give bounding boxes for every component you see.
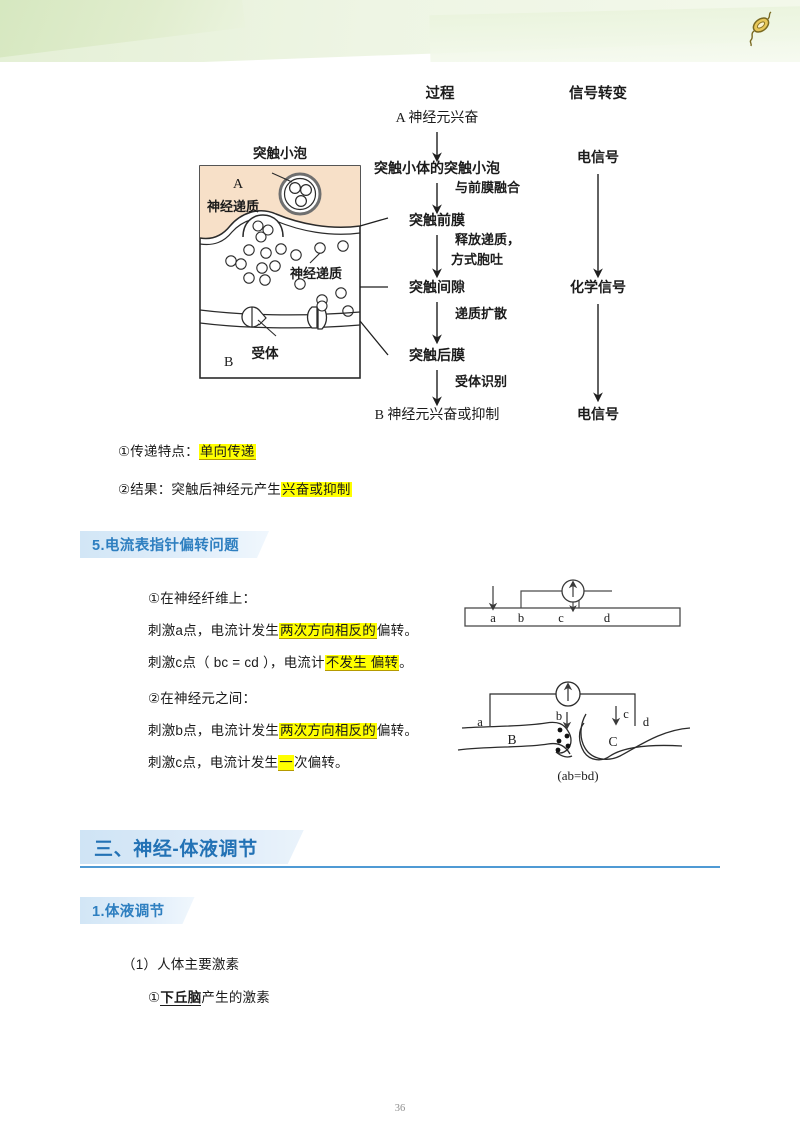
process-column-title: 过程 [426, 84, 455, 102]
flowchart-signal-column: 信号转变 电信号 化学信号 电信号 [569, 84, 627, 422]
section-header-humoral-regulation[interactable]: 1.体液调节 [80, 897, 195, 924]
edge-label-2: 方式胞吐 [451, 252, 503, 267]
label-transmitter-a: 神经递质 [207, 199, 259, 214]
process-step-5: B 神经元兴奋或抑制 [375, 407, 500, 423]
flowchart-leader-lines [359, 217, 389, 356]
synapse-circuit-figure: a b c d B C (ab=bd) [457, 681, 691, 783]
process-step-1: 突触小体的突触小泡 [374, 160, 500, 176]
stimulate-b-suffix: 偏转。 [376, 723, 419, 738]
section-header-current-meter[interactable]: 5.电流表指针偏转问题 [80, 531, 269, 558]
stimulate-c-fiber-highlight: 不发生 偏转 [324, 655, 400, 671]
item-main-hormones: （1）人体主要激素 [122, 957, 240, 972]
sub-item-on-nerve-fiber: ①在神经纤维上： [148, 591, 257, 606]
stimulate-c-neuron-line: 刺激c点，电流计发生一次偏转。 [148, 751, 349, 771]
nerve-label-c: c [558, 611, 564, 625]
signal-step-2: 电信号 [577, 406, 619, 422]
section-header-neuro-humoral[interactable]: 三、神经-体液调节 [80, 830, 304, 864]
label-transmitter-b: 神经递质 [290, 266, 342, 281]
note-item-1-highlight: 单向传递 [198, 444, 256, 460]
deco-band-primary [0, 0, 800, 62]
stimulate-c-fiber-prefix: 刺激c点（ bc = cd ），电流计 [148, 655, 325, 670]
stimulate-c-neuron-prefix: 刺激c点，电流计发生 [148, 755, 279, 770]
label-cell-a: A [233, 177, 244, 192]
process-step-4: 突触后膜 [409, 347, 465, 363]
synapse-flowchart: 突触小泡 A 神经递质 神经递质 受体 B 过程 A 神经元兴奋 突触小体的突触… [0, 78, 800, 430]
nerve-label-b: b [518, 611, 524, 625]
label-vesicle: 突触小泡 [253, 145, 307, 161]
process-step-2: 突触前膜 [409, 212, 465, 228]
edge-label-1: 释放递质， [455, 232, 520, 247]
page-number: 36 [394, 1103, 406, 1114]
syn-label-d: d [643, 715, 650, 729]
stimulate-c-fiber-suffix: 。 [399, 655, 413, 670]
process-step-0: A 神经元兴奋 [396, 110, 479, 126]
item-hypothalamus-prefix: ① [148, 990, 161, 1005]
stimulate-a-suffix: 偏转。 [376, 623, 419, 638]
deco-band-accent [0, 0, 246, 62]
label-cell-b: B [224, 355, 233, 370]
stimulate-b-highlight: 两次方向相反的 [279, 723, 377, 739]
stimulate-c-fiber-line: 刺激c点（ bc = cd ），电流计不发生 偏转。 [148, 651, 413, 671]
stimulate-c-neuron-suffix: 次偏转。 [293, 755, 349, 770]
process-step-3: 突触间隙 [409, 279, 465, 295]
item-hypothalamus-bold: 下丘脑 [160, 990, 202, 1006]
label-receptor: 受体 [252, 345, 279, 361]
item-hypothalamus-suffix: 产生的激素 [201, 990, 270, 1005]
stimulate-c-neuron-highlight: 一 [278, 755, 294, 771]
page-top-decoration [0, 0, 800, 62]
stimulate-a-highlight: 两次方向相反的 [279, 623, 377, 639]
stimulate-a-line: 刺激a点，电流计发生两次方向相反的偏转。 [148, 619, 418, 639]
edge-label-3: 递质扩散 [455, 306, 508, 321]
syn-cell-b: B [507, 732, 516, 747]
edge-label-0: 与前膜融合 [455, 180, 521, 195]
signal-step-0: 电信号 [577, 149, 619, 165]
syn-label-b: b [556, 709, 562, 723]
synapse-illustration: 突触小泡 A 神经递质 神经递质 受体 B [199, 145, 361, 379]
nerve-fiber-figure: a b c d [464, 579, 681, 627]
flowchart-process-column: 过程 A 神经元兴奋 突触小体的突触小泡 与前膜融合 突触前膜 释放递质， 方式… [374, 84, 521, 423]
stimulate-b-prefix: 刺激b点，电流计发生 [148, 723, 280, 738]
nerve-label-d: d [604, 611, 611, 625]
section-header-rule [80, 866, 720, 868]
syn-caption: (ab=bd) [557, 768, 598, 783]
stimulate-b-line: 刺激b点，电流计发生两次方向相反的偏转。 [148, 719, 418, 739]
syn-label-c: c [623, 707, 629, 721]
edge-label-4: 受体识别 [455, 374, 507, 389]
note-item-2: ②结果：突触后神经元产生兴奋或抑制 [118, 478, 352, 498]
note-item-1-prefix: ①传递特点： [118, 444, 199, 459]
signal-step-1: 化学信号 [570, 279, 626, 295]
item-hypothalamus-hormones: ①下丘脑产生的激素 [148, 986, 270, 1006]
nerve-label-a: a [490, 611, 496, 625]
note-item-2-highlight: 兴奋或抑制 [281, 482, 352, 497]
syn-cell-c: C [608, 734, 617, 749]
stimulate-a-prefix: 刺激a点，电流计发生 [148, 623, 280, 638]
syn-label-a: a [477, 715, 483, 729]
note-item-2-prefix: ②结果：突触后神经元产生 [118, 482, 282, 497]
signal-column-title: 信号转变 [569, 84, 627, 102]
note-item-1: ①传递特点：单向传递 [118, 440, 256, 460]
amoeba-logo-icon [749, 11, 772, 47]
sub-item-between-neurons: ②在神经元之间： [148, 691, 257, 706]
